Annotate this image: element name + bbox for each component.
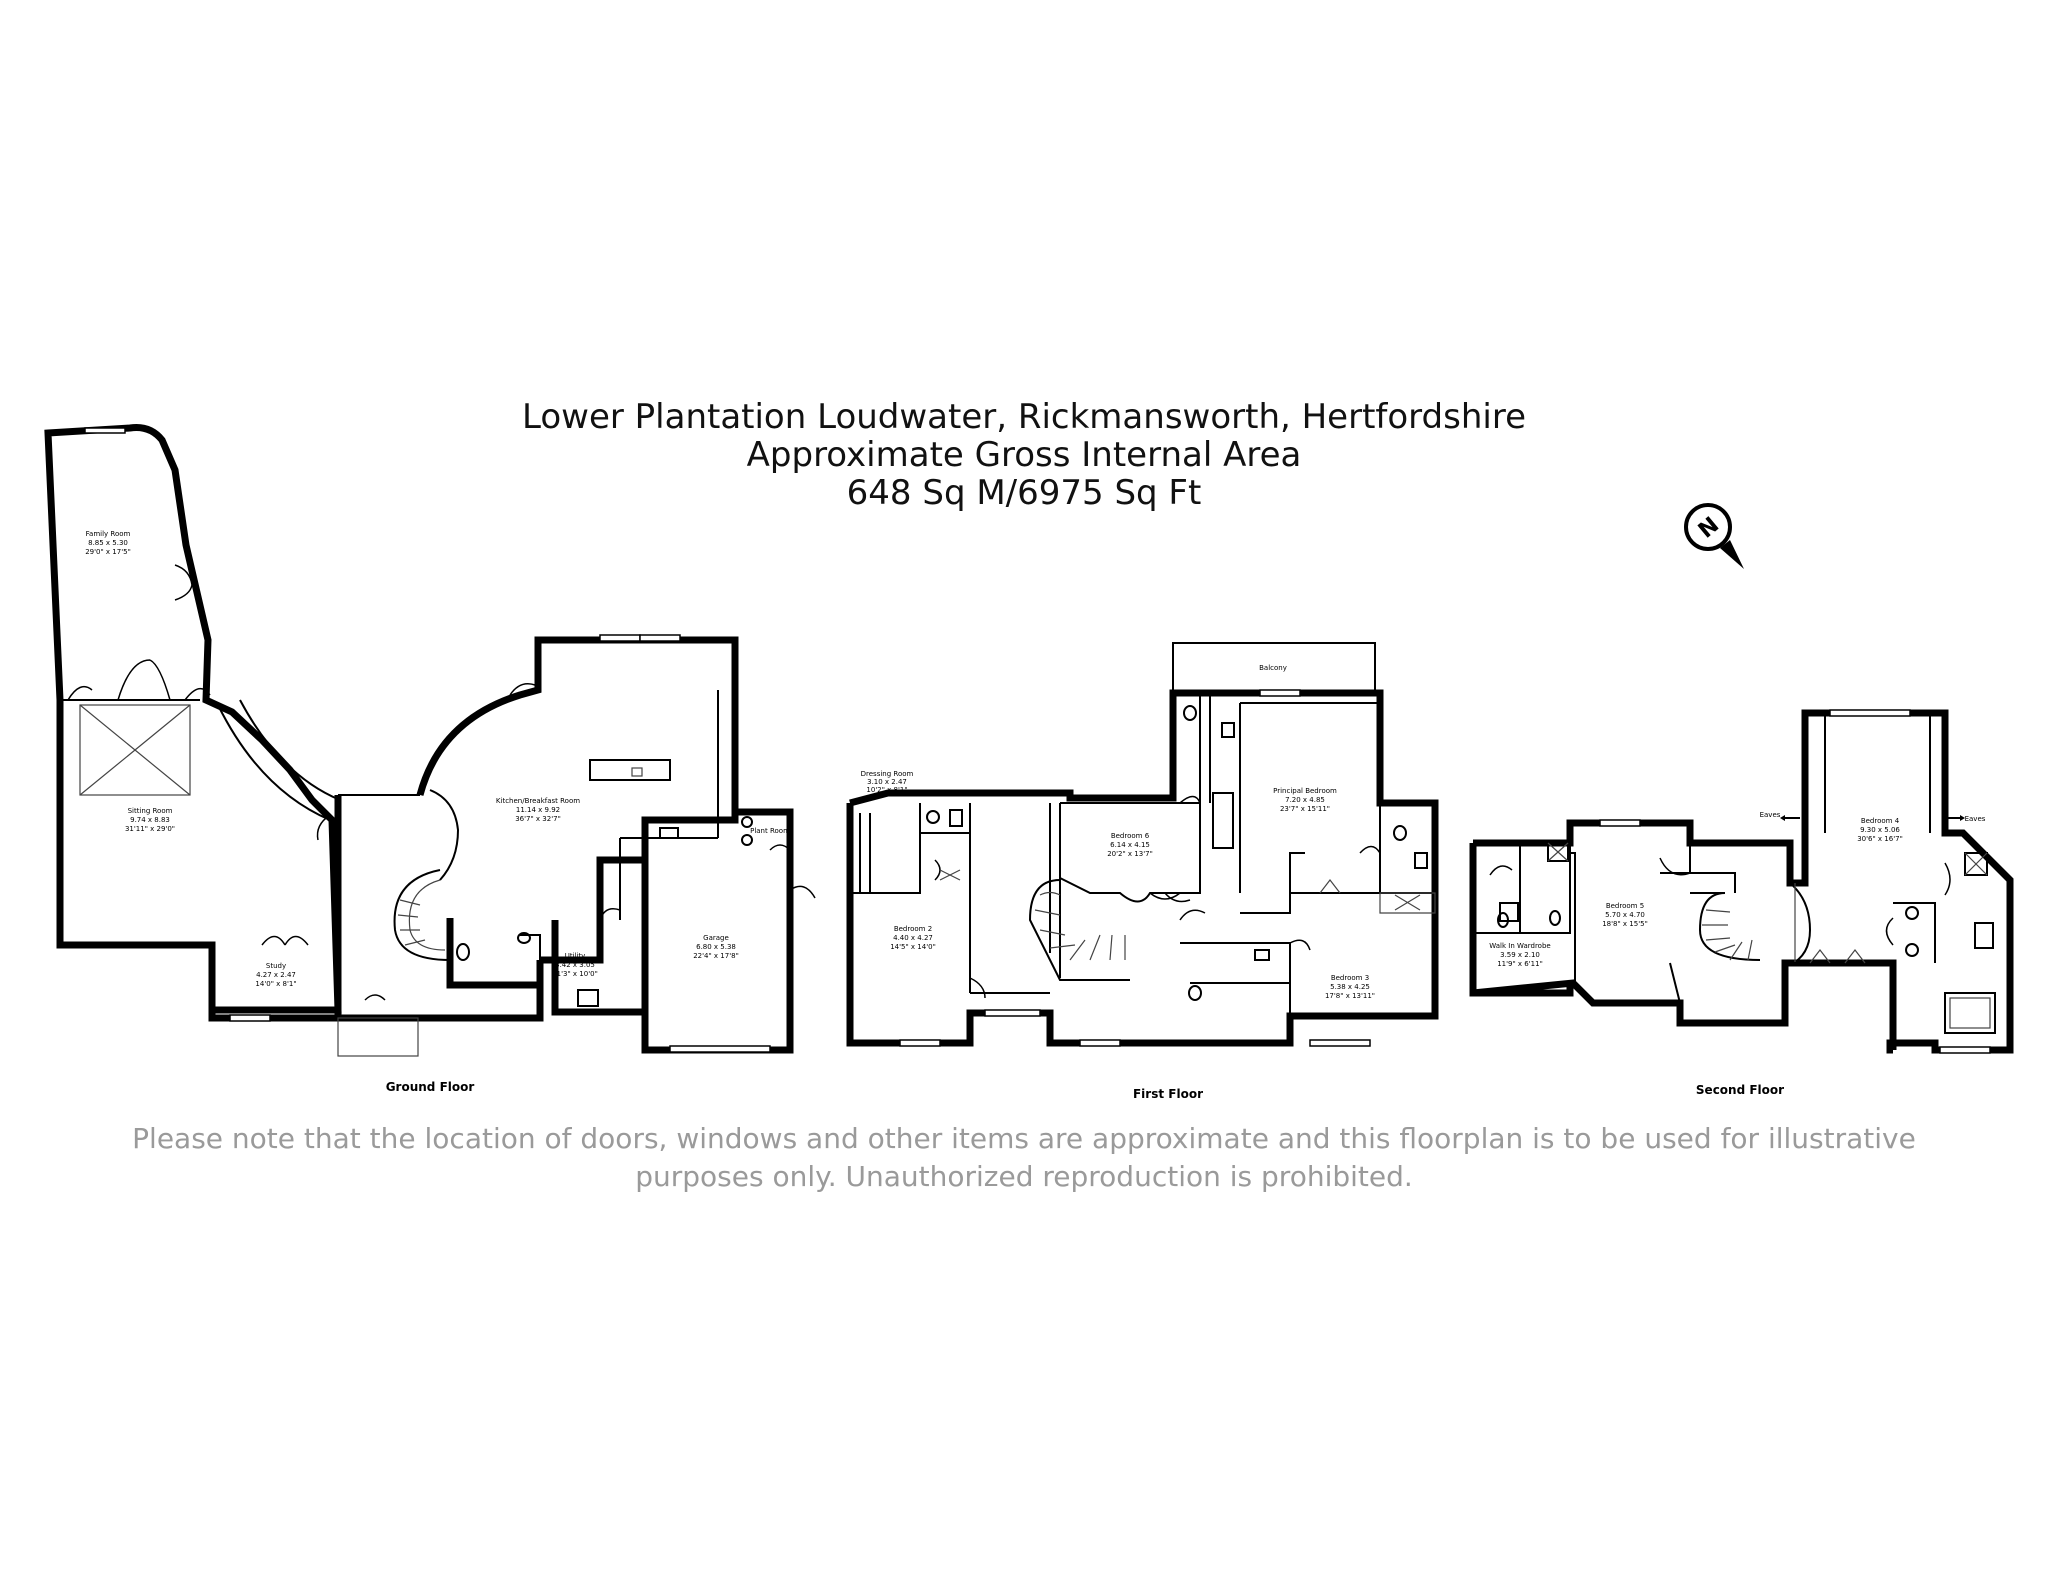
room-bedroom2-dims-ft: 14'5" x 14'0" — [890, 943, 936, 951]
room-principal-name: Principal Bedroom — [1273, 787, 1337, 795]
area-label: Approximate Gross Internal Area — [746, 435, 1302, 475]
room-family-name: Family Room — [86, 530, 131, 538]
room-family-dims-m: 8.85 x 5.30 — [88, 539, 128, 547]
room-principal-dims-ft: 23'7" x 15'11" — [1280, 805, 1330, 813]
room-garage-name: Garage — [703, 934, 729, 942]
second-floor-plan: Bedroom 4 9.30 x 5.06 30'6" x 16'7" Bedr… — [1469, 709, 2014, 1097]
room-bedroom2-dims-m: 4.40 x 4.27 — [893, 934, 933, 942]
room-bedroom6-dims-m: 6.14 x 4.15 — [1110, 841, 1150, 849]
room-garage-dims-ft: 22'4" x 17'8" — [693, 952, 739, 960]
plan-title: Lower Plantation Loudwater, Rickmanswort… — [522, 397, 1526, 437]
first-floor-plan: Balcony Dressing Room 3.10 x 2.47 10'2" … — [846, 642, 1439, 1101]
room-bedroom4-dims-m: 9.30 x 5.06 — [1860, 826, 1900, 834]
room-utility-dims-ft: 11'3" x 10'0" — [552, 970, 598, 978]
room-dressing-dims-ft: 10'2" x 8'1" — [866, 786, 907, 794]
room-bedroom3-dims-ft: 17'8" x 13'11" — [1325, 992, 1375, 1000]
room-study-name: Study — [266, 962, 286, 970]
ground-floor-plan: Family Room 8.85 x 5.30 29'0" x 17'5" Si… — [44, 424, 816, 1094]
room-sitting-dims-m: 9.74 x 8.83 — [130, 816, 170, 824]
room-bedroom3-name: Bedroom 3 — [1331, 974, 1369, 982]
floor-label-second: Second Floor — [1696, 1083, 1784, 1097]
room-walkin-dims-m: 3.59 x 2.10 — [1500, 951, 1540, 959]
room-study-dims-ft: 14'0" x 8'1" — [255, 980, 296, 988]
floor-label-ground: Ground Floor — [386, 1080, 475, 1094]
room-bedroom5-dims-m: 5.70 x 4.70 — [1605, 911, 1645, 919]
room-dressing-dims-m: 3.10 x 2.47 — [867, 778, 907, 786]
room-bedroom5-dims-ft: 18'8" x 15'5" — [1602, 920, 1648, 928]
room-bedroom3-dims-m: 5.38 x 4.25 — [1330, 983, 1370, 991]
room-bedroom4-dims-ft: 30'6" x 16'7" — [1857, 835, 1903, 843]
room-bedroom6-dims-ft: 20'2" x 13'7" — [1107, 850, 1153, 858]
room-bedroom4-name: Bedroom 4 — [1861, 817, 1900, 825]
room-walkin-name: Walk In Wardrobe — [1489, 942, 1550, 950]
floor-label-first: First Floor — [1133, 1087, 1203, 1101]
disclaimer-line-1: Please note that the location of doors, … — [132, 1122, 1916, 1155]
room-kitchen-dims-ft: 36'7" x 32'7" — [515, 815, 561, 823]
room-utility-name: Utility — [565, 952, 586, 960]
room-utility-dims-m: 3.42 x 3.05 — [555, 961, 595, 969]
room-kitchen-dims-m: 11.14 x 9.92 — [516, 806, 560, 814]
room-family-dims-ft: 29'0" x 17'5" — [85, 548, 131, 556]
room-walkin-dims-ft: 11'9" x 6'11" — [1497, 960, 1543, 968]
eaves-right-label: Eaves — [1965, 815, 1986, 823]
room-principal-dims-m: 7.20 x 4.85 — [1285, 796, 1325, 804]
eaves-left-label: Eaves — [1760, 811, 1781, 819]
room-dressing-name: Dressing Room — [861, 770, 914, 778]
room-bedroom2-name: Bedroom 2 — [894, 925, 932, 933]
room-bedroom5-name: Bedroom 5 — [1606, 902, 1644, 910]
room-plant-name: Plant Room — [750, 827, 790, 835]
disclaimer-line-2: purposes only. Unauthorized reproduction… — [635, 1160, 1413, 1193]
room-sitting-name: Sitting Room — [128, 807, 173, 815]
room-garage-dims-m: 6.80 x 5.38 — [696, 943, 736, 951]
room-kitchen-name: Kitchen/Breakfast Room — [496, 797, 580, 805]
room-bedroom6-name: Bedroom 6 — [1111, 832, 1150, 840]
north-arrow-icon: N — [1684, 503, 1744, 569]
room-study-dims-m: 4.27 x 2.47 — [256, 971, 296, 979]
room-balcony-name: Balcony — [1259, 664, 1287, 672]
room-sitting-dims-ft: 31'11" x 29'0" — [125, 825, 175, 833]
area-value: 648 Sq M/6975 Sq Ft — [846, 473, 1202, 513]
